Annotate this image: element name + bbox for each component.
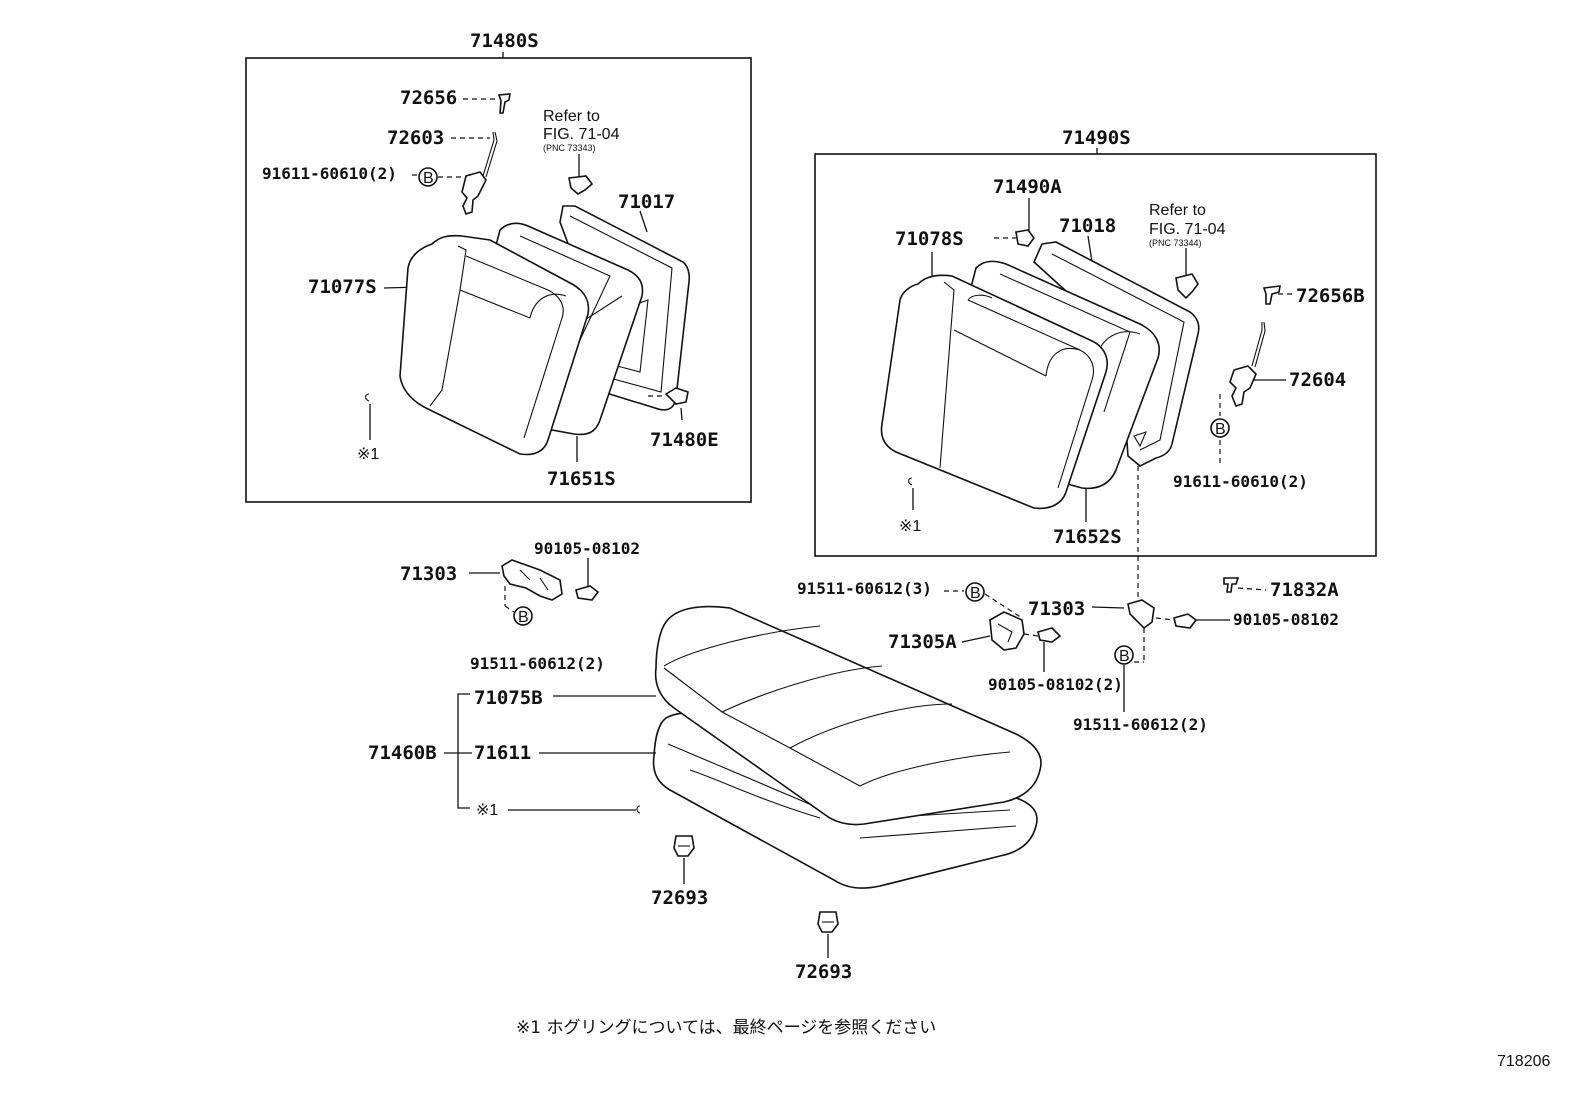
label-72656: 72656 — [400, 87, 457, 109]
refer-right-line2: FIG. 71-04 — [1149, 221, 1226, 238]
svg-text:B: B — [1119, 648, 1130, 665]
headrest-knob-72656B — [1262, 285, 1281, 305]
label-72656B: 72656B — [1296, 285, 1365, 307]
left-hinge-group: 71303 90105-08102 B 91511-60612(2) — [400, 539, 640, 673]
refer-left-line1: Refer to — [543, 108, 600, 125]
clip-71832A — [1223, 577, 1240, 593]
group-label-71480S: 71480S — [470, 30, 539, 52]
figure-number: 718206 — [1497, 1053, 1550, 1070]
label-91511-3: 91511-60612(3) — [797, 579, 932, 598]
label-71651S: 71651S — [547, 468, 616, 490]
label-72603: 72603 — [387, 127, 444, 149]
bolt-90105-right — [1173, 613, 1198, 629]
label-90105-left: 90105-08102 — [534, 539, 640, 558]
striker-part-left — [568, 175, 594, 195]
label-71075B: 71075B — [474, 687, 543, 709]
label-71303-right: 71303 — [1028, 598, 1085, 620]
stoppers-group: 72693 72693 — [651, 835, 852, 983]
svg-text:B: B — [1215, 421, 1226, 438]
group-label-71490S: 71490S — [1062, 127, 1131, 149]
lock-bracket-part — [461, 171, 487, 216]
hogring-note-cushion: ※1 — [476, 802, 498, 819]
striker-part-right — [1175, 273, 1199, 300]
right-group-box — [814, 153, 1377, 557]
label-71018: 71018 — [1059, 215, 1116, 237]
hogring-note-left: ※1 — [357, 446, 379, 463]
label-71078S: 71078S — [895, 228, 964, 250]
headrest-knob-part — [497, 93, 511, 114]
headrest-support-71480E — [664, 387, 689, 405]
right-seatback-group: 71490S 71490A 71018 Refer to FIG. 71-04 … — [814, 127, 1377, 606]
hinge-71303-right — [1127, 599, 1155, 630]
bolt-90105-left — [575, 585, 600, 601]
label-71490A: 71490A — [993, 176, 1062, 198]
svg-text:B: B — [423, 170, 434, 187]
seatback-cover-71078S — [880, 274, 1108, 510]
hinge-71305A — [989, 611, 1025, 651]
lock-rod-72604 — [1251, 321, 1266, 368]
seatback-cover-71077S — [399, 234, 590, 456]
label-91611-right: 91611-60610(2) — [1173, 472, 1308, 491]
label-71077S: 71077S — [308, 276, 377, 298]
left-group-box — [245, 57, 752, 503]
refer-right-pnc: (PNC 73344) — [1149, 238, 1202, 248]
label-71460B: 71460B — [368, 742, 437, 764]
label-71652S: 71652S — [1053, 526, 1122, 548]
label-71832A: 71832A — [1270, 579, 1339, 601]
label-71303-left: 71303 — [400, 563, 457, 585]
label-90105-right: 90105-08102 — [1233, 610, 1339, 629]
label-91611-left: 91611-60610(2) — [262, 164, 397, 183]
headrest-support-71490A — [1015, 229, 1035, 247]
label-90105-center: 90105-08102(2) — [988, 675, 1123, 694]
lock-bracket-72604 — [1229, 365, 1257, 407]
lock-rod-part — [482, 131, 498, 178]
hogring-note-right: ※1 — [899, 518, 921, 535]
label-72693-a: 72693 — [651, 887, 708, 909]
svg-text:B: B — [970, 585, 981, 602]
label-71611: 71611 — [474, 742, 531, 764]
hinge-71303-left — [501, 559, 563, 601]
label-71305A: 71305A — [888, 631, 957, 653]
label-72604: 72604 — [1289, 369, 1346, 391]
refer-left-pnc: (PNC 73343) — [543, 143, 596, 153]
label-71480E: 71480E — [650, 429, 719, 451]
refer-right-line1: Refer to — [1149, 202, 1206, 219]
bolt-90105-center — [1037, 627, 1062, 643]
hogring-footnote: ※1 ホグリングについては、最終ページを参照ください — [516, 1018, 936, 1038]
label-72693-b: 72693 — [795, 961, 852, 983]
svg-text:B: B — [518, 609, 529, 626]
right-hinge-group: 91511-60612(3) B 71303 90105-08102 B 915… — [797, 577, 1339, 734]
seat-cushion-group: 71075B 71460B 71611 ※1 — [368, 605, 1042, 889]
left-seatback-group: 71480S 72656 72603 91611-60610(2) B Refe… — [245, 30, 752, 503]
cushion-cover-71075B — [654, 605, 1042, 826]
label-71017: 71017 — [618, 191, 675, 213]
refer-left-line2: FIG. 71-04 — [543, 126, 620, 143]
label-91511-right: 91511-60612(2) — [1073, 715, 1208, 734]
label-91511-left: 91511-60612(2) — [470, 654, 605, 673]
